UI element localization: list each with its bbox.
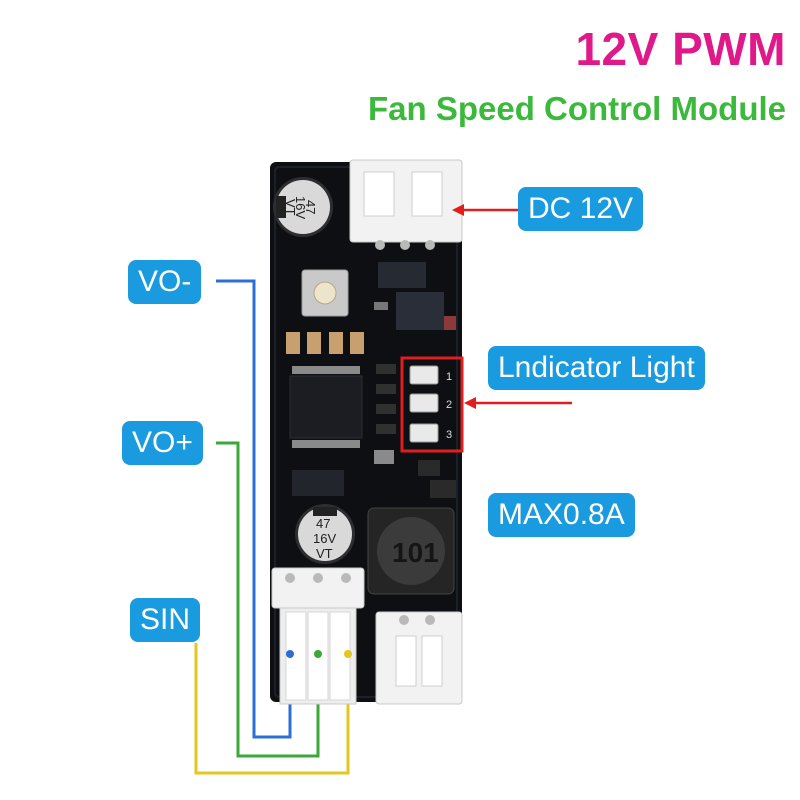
page-title: 12V PWM (575, 23, 786, 75)
led-group: 1 2 3 (409, 365, 452, 443)
max-current-label: MAX0.8A (488, 493, 635, 537)
mcu-chip (289, 366, 363, 448)
vo-minus-label: VO- (128, 260, 202, 304)
cap-top-series: VT (283, 199, 298, 216)
cap-bottom-series: VT (316, 546, 333, 561)
output-connector (375, 611, 463, 705)
sin-label: SIN (130, 598, 201, 642)
led-3-marker: 3 (446, 429, 452, 441)
fan-connector (271, 567, 365, 705)
push-button (301, 269, 349, 317)
capacitor-bottom: 47 16V VT (295, 504, 355, 564)
cap-bottom-voltage: 16V (313, 531, 336, 546)
indicator-label: Lndicator Light (488, 346, 705, 390)
cap-bottom-value: 47 (316, 516, 330, 531)
inductor: 101 (367, 507, 455, 595)
sin-wire (194, 643, 350, 775)
vo-minus-wire (216, 279, 292, 739)
dc-arrow (452, 204, 518, 216)
led-2-marker: 2 (446, 399, 452, 411)
indicator-arrow (464, 397, 572, 409)
page-subtitle: Fan Speed Control Module (368, 90, 786, 127)
cap-top-value: 47 (303, 200, 318, 214)
inductor-code: 101 (392, 537, 439, 568)
indicator-highlight-box (400, 356, 464, 453)
vo-plus-wire (216, 441, 320, 758)
led-1-marker: 1 (446, 371, 452, 383)
dc-label: DC 12V (518, 187, 644, 231)
cap-top-voltage: 16V (293, 196, 308, 219)
dc-connector (349, 159, 463, 250)
vo-plus-label: VO+ (122, 421, 203, 465)
capacitor-top: 47 16V VT (273, 177, 333, 237)
